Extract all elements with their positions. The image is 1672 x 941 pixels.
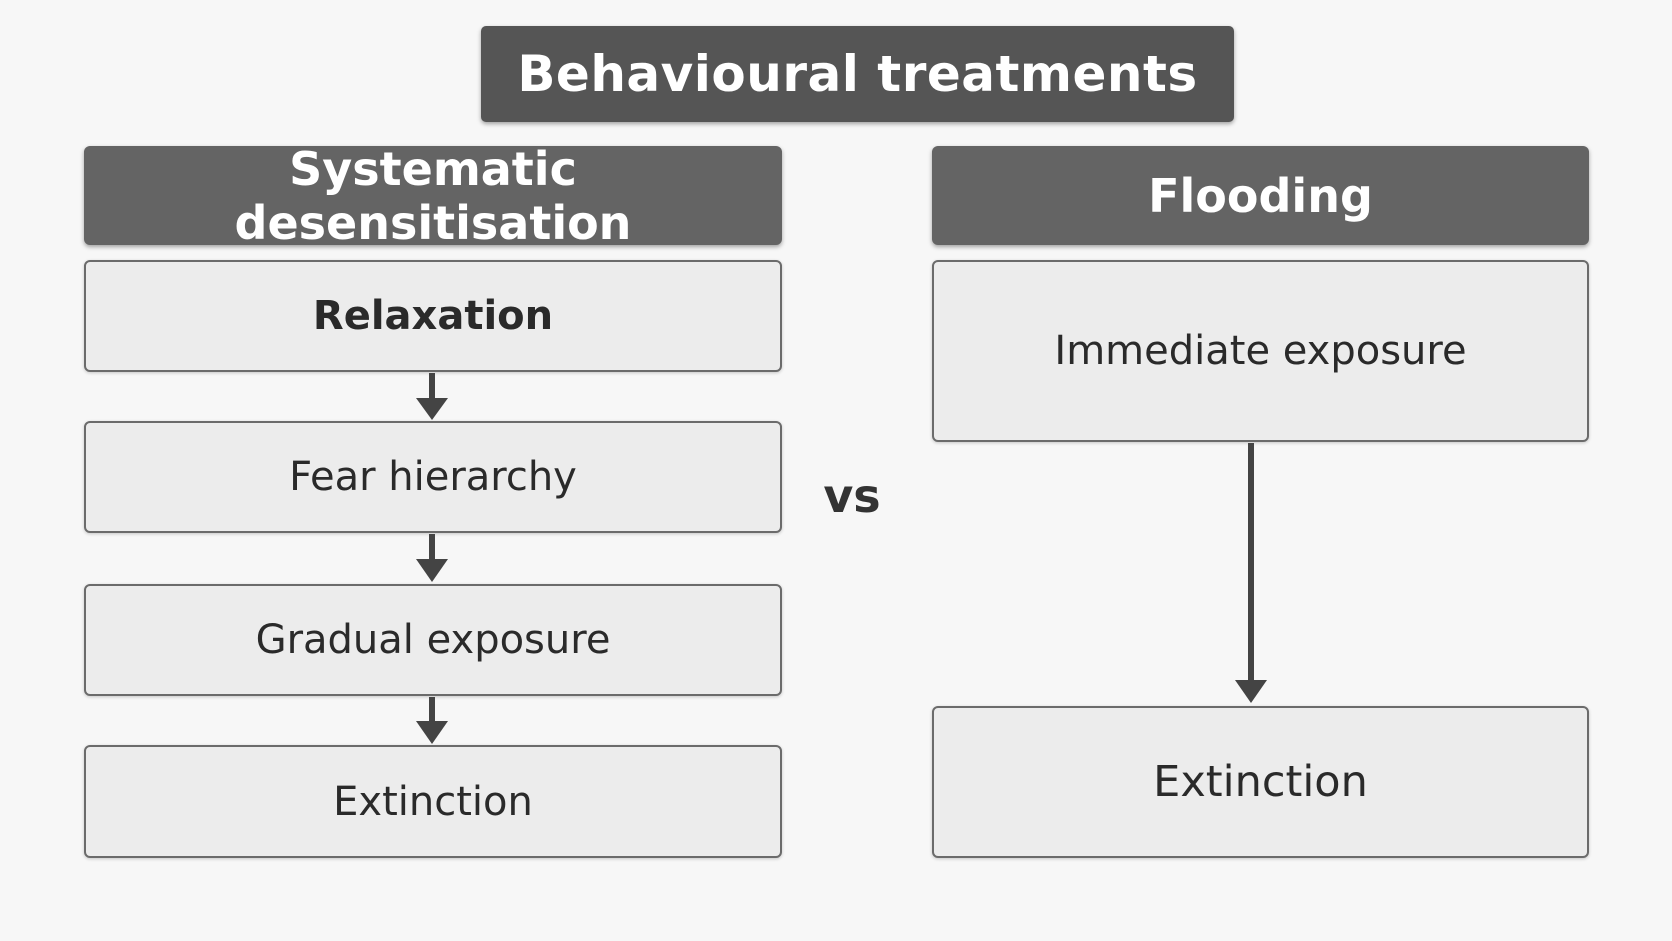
flooding-header: Flooding <box>932 146 1589 245</box>
left-step-relaxation: Relaxation <box>84 260 782 372</box>
right-step-extinction: Extinction <box>932 706 1589 858</box>
arrow-fear-hierarchy-to-gradual-exposure <box>416 534 448 582</box>
left-step-gradual-exposure: Gradual exposure <box>84 584 782 696</box>
right-step-immediate-exposure: Immediate exposure <box>932 260 1589 442</box>
diagram-title: Behavioural treatments <box>481 26 1234 122</box>
arrow-immediate-exposure-to-extinction <box>1235 443 1267 703</box>
left-step-extinction: Extinction <box>84 745 782 858</box>
arrow-relaxation-to-fear-hierarchy <box>416 373 448 420</box>
arrow-gradual-exposure-to-extinction <box>416 697 448 744</box>
left-step-fear-hierarchy: Fear hierarchy <box>84 421 782 533</box>
vs-label: vs <box>823 469 881 523</box>
systematic-desensitisation-header: Systematic desensitisation <box>84 142 782 250</box>
